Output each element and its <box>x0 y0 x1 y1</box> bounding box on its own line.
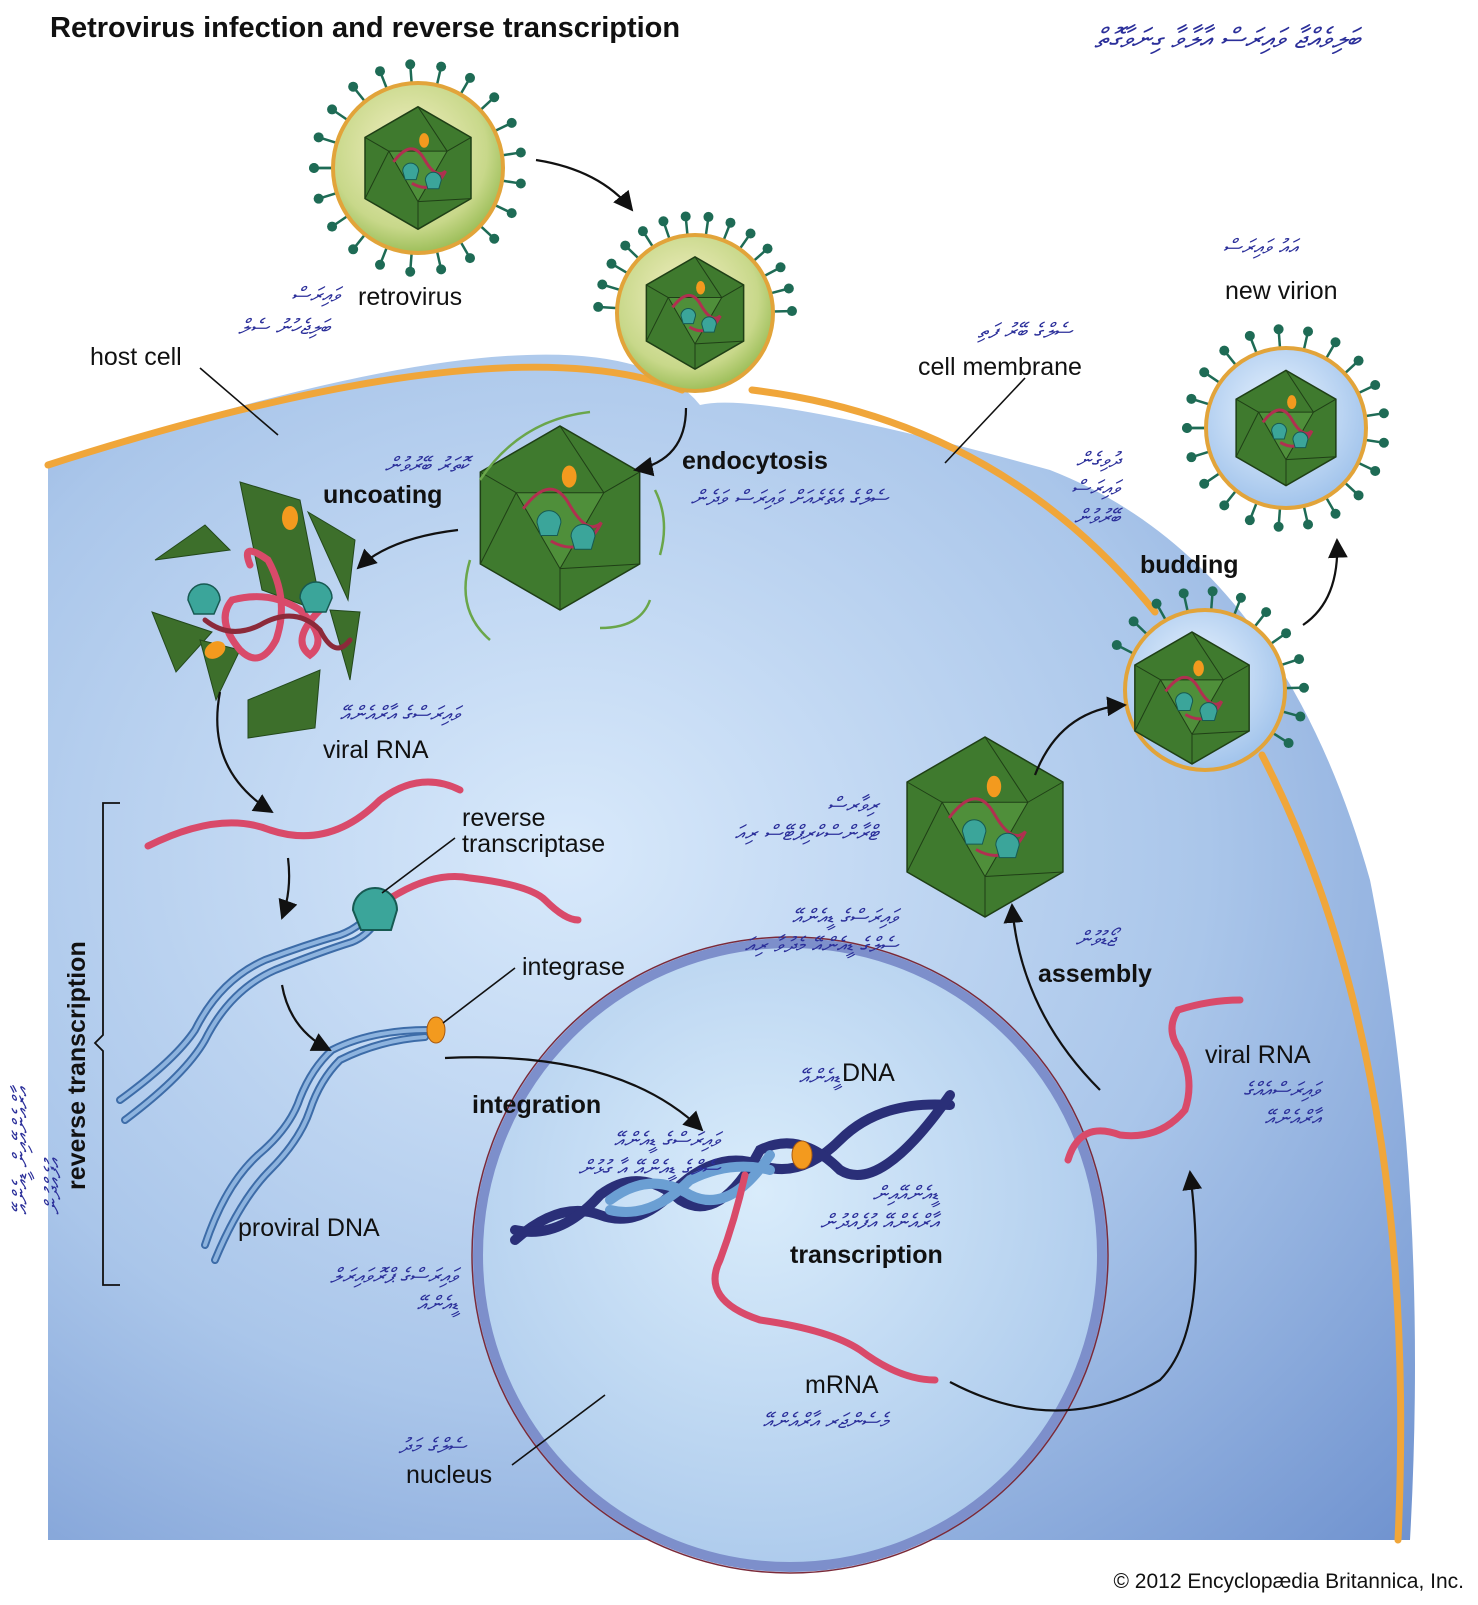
label-dna: DNA <box>842 1060 895 1086</box>
label-endocytosis-dhivehi: ސެލްގެ އެތެރެއަށް ވައިރަސް ވަދެން <box>688 484 888 512</box>
label-integrase-dhivehi: ވައިރަސްގެ ޑީއެންއޭ ސެލްގެ ޑީއެންއޭ މެދު… <box>745 903 898 960</box>
new-virion <box>1182 324 1389 531</box>
label-assembly-dhivehi: ޖޯޑުވުން <box>1075 925 1116 953</box>
uncoating-enzyme-1 <box>188 584 220 614</box>
page-title: Retrovirus infection and reverse transcr… <box>50 12 680 45</box>
label-integrase: integrase <box>522 954 625 980</box>
label-viral-rna-top-dhivehi: ވައިރަސްގެ އާރްއެންއޭ <box>340 700 460 728</box>
label-host-cell: host cell <box>90 344 182 370</box>
label-transcription: transcription <box>790 1242 943 1268</box>
label-cell-membrane: cell membrane <box>918 354 1082 380</box>
label-viral-rna-top: viral RNA <box>323 737 429 763</box>
label-retrovirus: retrovirus <box>358 284 462 310</box>
label-retrovirus-dhivehi: ވައިރަސް <box>291 281 340 309</box>
label-host-cell-dhivehi: ބަލިޖެހުނު ސެލް <box>238 313 330 341</box>
label-new-virion-dhivehi: އައު ވައިރަސް <box>1223 233 1298 261</box>
label-reverse-transcriptase: reverse transcriptase <box>462 805 605 858</box>
label-reverse-transcriptase-dhivehi: ރިވާރސް ޓްރާންސްކްރިޕްޓޭސް ރިއަ <box>735 791 878 848</box>
reverse-transcriptase-enzyme <box>353 888 397 930</box>
label-transcription-dhivehi: ޑީއެންއޭއިން އާރްއެންއޭ އުފެއްދުން <box>820 1180 938 1237</box>
label-cell-membrane-dhivehi: ސެލްގެ ބޭރު ފަތި <box>978 317 1072 345</box>
integrase-enzyme <box>427 1017 445 1043</box>
label-dna-dhivehi: ޑީއެންއޭ <box>799 1063 840 1091</box>
retrovirus-free <box>309 59 526 276</box>
label-budding-dhivehi: ދުވިގެން ވައިރަސް ބޭރުވުން <box>1071 446 1120 531</box>
label-reverse-transcription-dhivehi: އާރްއެންއޭއިން ޑީއެންއޭ އުފެއްދުން <box>6 1088 69 1215</box>
label-nucleus: nucleus <box>406 1462 492 1488</box>
label-mrna: mRNA <box>805 1372 879 1398</box>
uncoating-enzyme-2 <box>300 582 332 612</box>
label-budding: budding <box>1140 552 1239 578</box>
label-endocytosis: endocytosis <box>682 448 828 474</box>
label-proviral-dna-dhivehi: ވައިރަސްގެ ޕްރޮވައިރަލް ޑީއެންއޭ <box>330 1262 458 1319</box>
label-viral-rna-right: viral RNA <box>1205 1042 1311 1068</box>
label-integration-dhivehi: ވައިރަސްގެ ޑީއެންއޭ ސެލްގެ ޑީއެންއޭ އާ ގ… <box>578 1126 720 1183</box>
label-nucleus-dhivehi: ސެލްގެ މަދު <box>399 1432 466 1460</box>
label-mrna-dhivehi: މެސެންޖަރ އާރްއެންއޭ <box>763 1407 888 1435</box>
copyright: © 2012 Encyclopædia Britannica, Inc. <box>1114 1570 1465 1594</box>
page-title-dhivehi: ބަލިވެއްޖާ ވައިރަސް އާލާވާ ގިނަވާގޮތް <box>1094 20 1360 58</box>
label-proviral-dna: proviral DNA <box>238 1215 380 1241</box>
label-new-virion: new virion <box>1225 278 1338 304</box>
label-integration: integration <box>472 1092 601 1118</box>
label-viral-rna-right-dhivehi: ވައިރަސްއެއްގެ އާރްއެންއޭ <box>1243 1076 1320 1133</box>
label-uncoating: uncoating <box>323 482 442 508</box>
label-uncoating-dhivehi: ކޮތަރު ބޭރުވުން <box>385 451 468 479</box>
label-assembly: assembly <box>1038 961 1152 987</box>
